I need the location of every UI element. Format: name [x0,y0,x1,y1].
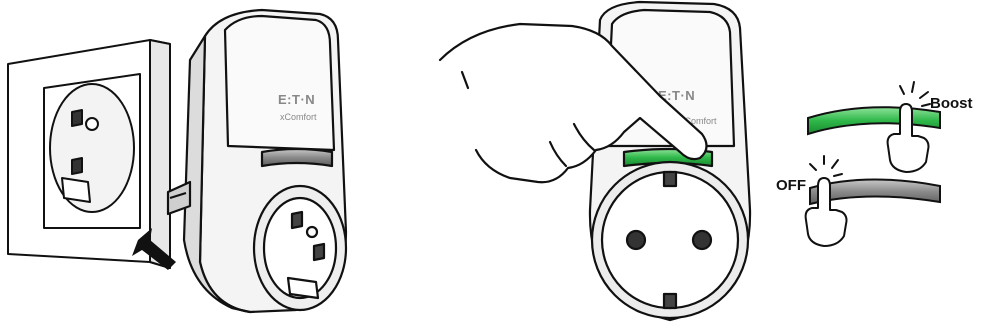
off-press-lines [810,156,842,176]
boost-indicator [808,107,940,134]
brand-logo-left: E:T·N [278,92,315,107]
boost-label: Boost [930,95,973,112]
off-label: OFF [776,177,806,194]
boost-press-lines [900,82,930,106]
plug-adapter-icon [168,10,346,312]
product-name-left: xComfort [280,112,317,122]
